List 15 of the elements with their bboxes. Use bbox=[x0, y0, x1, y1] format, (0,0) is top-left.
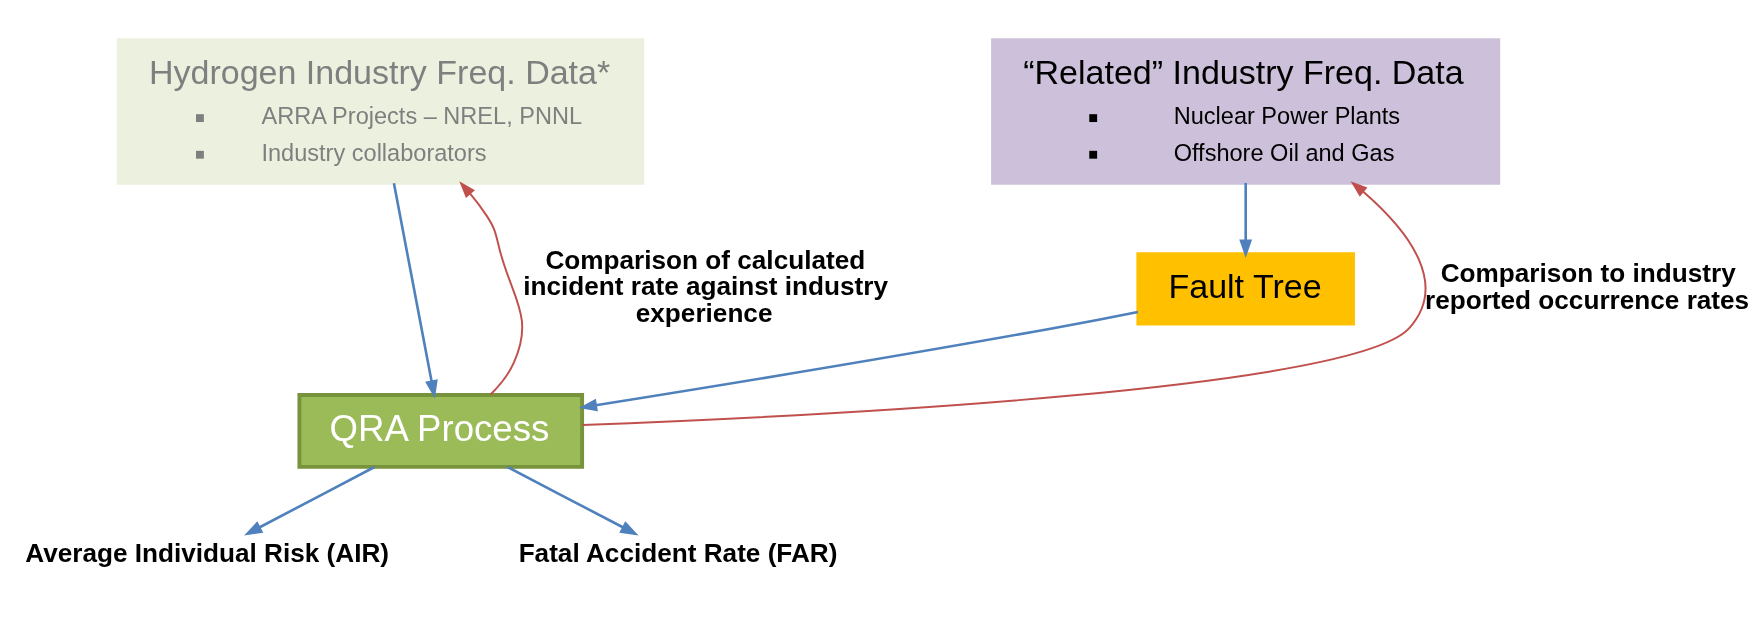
arrow bbox=[578, 310, 1139, 411]
node-box: Fault Tree bbox=[1136, 251, 1355, 326]
node-box: Hydrogen Industry Freq. Data* ARRA Projects – NREL, PNNL Industry collaborators bbox=[116, 37, 645, 185]
arrow bbox=[392, 182, 438, 399]
edge-label: Comparison to industry reported occurrence rates bbox=[1424, 257, 1750, 315]
arrow bbox=[459, 180, 524, 396]
arrow bbox=[581, 180, 1427, 426]
arrow bbox=[244, 465, 376, 535]
node-box: QRA Process bbox=[297, 392, 585, 469]
edge-label: Comparison of calculated incident rate against industry experience bbox=[523, 244, 889, 328]
arrow bbox=[1239, 182, 1253, 258]
node-box: “Related” Industry Freq. Data Nuclear Power Plants Offshore Oil and Gas bbox=[991, 37, 1501, 185]
node-text: Average Individual Risk (AIR) bbox=[25, 537, 390, 568]
arrow bbox=[506, 465, 639, 535]
node-text: Fatal Accident Rate (FAR) bbox=[518, 537, 838, 568]
